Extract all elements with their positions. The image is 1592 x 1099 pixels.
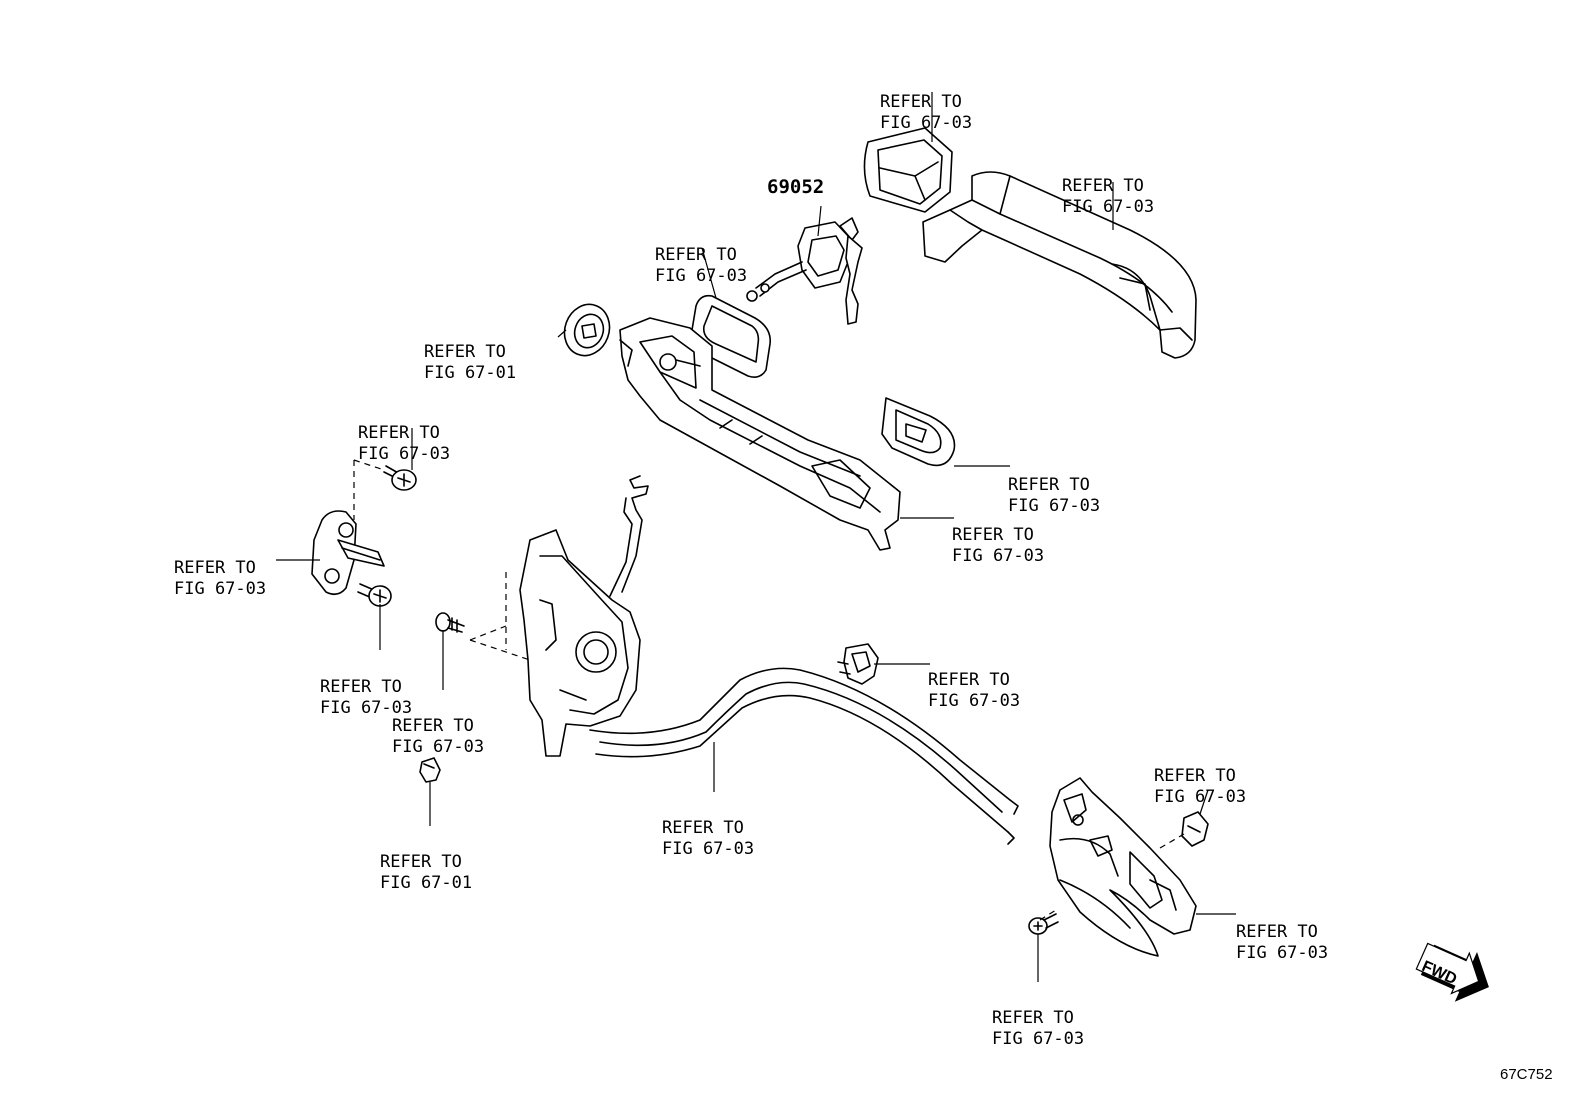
inner-handle-screw[interactable] [1028,913,1059,935]
latch-screw[interactable] [435,612,465,633]
plug[interactable] [419,757,441,783]
outer-handle-frame[interactable] [619,317,901,551]
cable-clip[interactable] [837,643,879,685]
figure-code: 67C752 [1500,1066,1553,1083]
key-cylinder[interactable] [746,217,863,325]
door-lock-latch[interactable] [519,529,641,757]
grommet[interactable] [557,298,616,362]
part-number-69052[interactable]: 69052 [767,176,825,198]
latch-rod[interactable] [609,475,649,597]
outer-handle-cap[interactable] [863,127,953,213]
door-striker[interactable] [311,510,385,596]
leader-lines [276,92,1236,982]
latch-cable[interactable] [589,667,1019,845]
striker-bolt-bottom[interactable] [357,583,392,607]
handle-gasket-rear[interactable] [881,397,956,467]
fwd-arrow-icon [1415,942,1489,1002]
alignment-lines [353,459,1185,921]
striker-bolt-top[interactable] [383,465,417,491]
inner-handle-cap[interactable] [1181,811,1209,847]
inner-door-handle[interactable] [1049,777,1197,957]
outer-door-handle[interactable] [922,171,1197,359]
